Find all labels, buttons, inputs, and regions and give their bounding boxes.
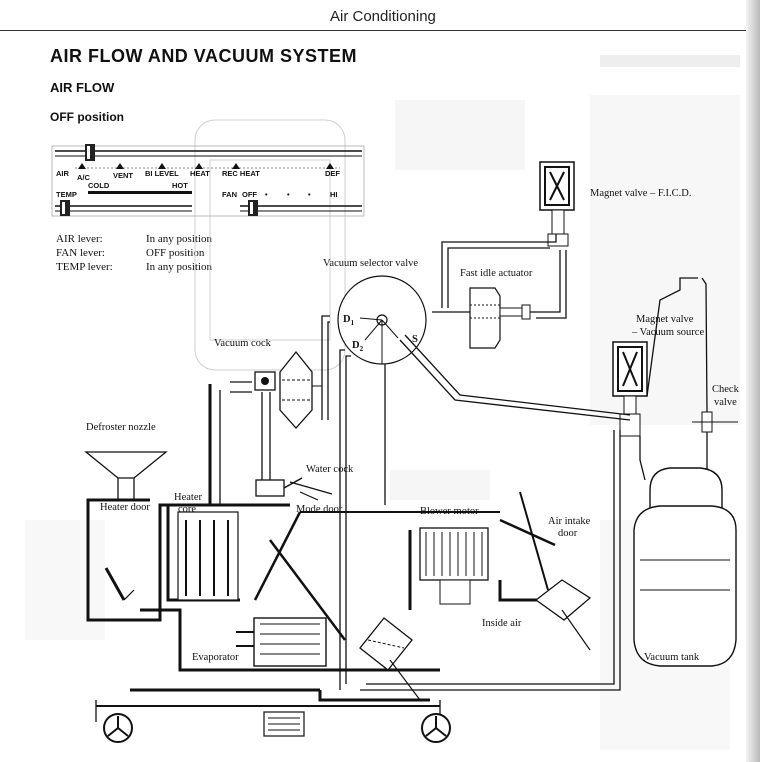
evaporator-label: Evaporator [192,652,239,663]
port-s-label: S [412,334,418,345]
air-pos-heat: HEAT [190,169,210,178]
svg-text:•: • [308,190,311,199]
fast-idle-actuator-label: Fast idle actuator [460,268,533,279]
port-d2-label: D2 [352,340,364,353]
air-pos-recheat: REC HEAT [222,169,260,178]
fan-pos-off: OFF [242,190,257,199]
air-intake-door-label-1: Air intake [548,516,591,527]
page-title: AIR FLOW AND VACUUM SYSTEM [50,46,357,66]
vacuum-cock-label: Vacuum cock [214,338,272,349]
air-pos-def: DEF [325,169,340,178]
header-rule [0,30,746,31]
temp-label: TEMP [56,190,77,199]
air-intake-door [499,491,592,651]
mode-door-label: Mode door [296,504,343,515]
air-label: AIR [56,169,70,178]
magnet-valve-ficd-label: Magnet valve – F.I.C.D. [590,188,692,199]
water-cock [255,477,333,501]
blower-motor-label: Blower motor [420,506,479,517]
page-edge-shadow [746,0,760,762]
magnet-valve-vacuum-label-1: Magnet valve [636,314,694,325]
page-header-title: Air Conditioning [330,8,436,25]
vacuum-selector-valve-label: Vacuum selector valve [323,258,418,269]
vent-wheel-icon [103,713,451,743]
vacuum-tubing [321,234,708,691]
svg-text:•: • [265,190,268,199]
temp-hot-label: HOT [172,181,188,190]
ducting [84,381,500,737]
vacuum-cock [254,350,322,429]
fan-label: FAN [222,190,237,199]
svg-text:•: • [287,190,290,199]
magnet-valve-icon [539,161,575,247]
intake-door-actuator [359,617,421,701]
heater-core-label-1: Heater [174,492,202,503]
fan-pos-hi: HI [330,190,338,199]
temp-cold-label: COLD [88,181,110,190]
air-pos-bilevel: BI LEVEL [145,169,179,178]
evaporator [236,617,327,667]
air-pos-vent: VENT [113,171,133,180]
air-intake-door-label-2: door [558,528,578,539]
port-d1-label: D1 [343,314,355,327]
blower-fan-icon [408,527,540,610]
vacuum-tank-label: Vacuum tank [644,652,700,663]
heater-door-label: Heater door [100,502,150,513]
air-pos-ac: A/C [77,173,91,182]
subsection-title: OFF position [50,110,124,124]
water-cock-label: Water cock [306,464,354,475]
inside-air-label: Inside air [482,618,522,629]
check-valve-label-2: valve [714,397,737,408]
section-title: AIR FLOW [50,80,115,95]
lever-row-fan: FAN lever:OFF position [56,247,205,259]
control-panel: AIR A/C VENT BI LEVEL HEAT REC HEAT DEF … [51,144,365,217]
vacuum-tank [633,467,737,667]
heater-core-label-2: core [178,504,196,515]
check-valve-label-1: Check [712,384,740,395]
defroster-nozzle-label: Defroster nozzle [86,422,156,433]
vacuum-actuator-icon [469,287,531,349]
magnet-valve-vacuum-label-2: – Vacuum source [631,327,704,338]
vacuum-selector-valve [337,275,427,365]
